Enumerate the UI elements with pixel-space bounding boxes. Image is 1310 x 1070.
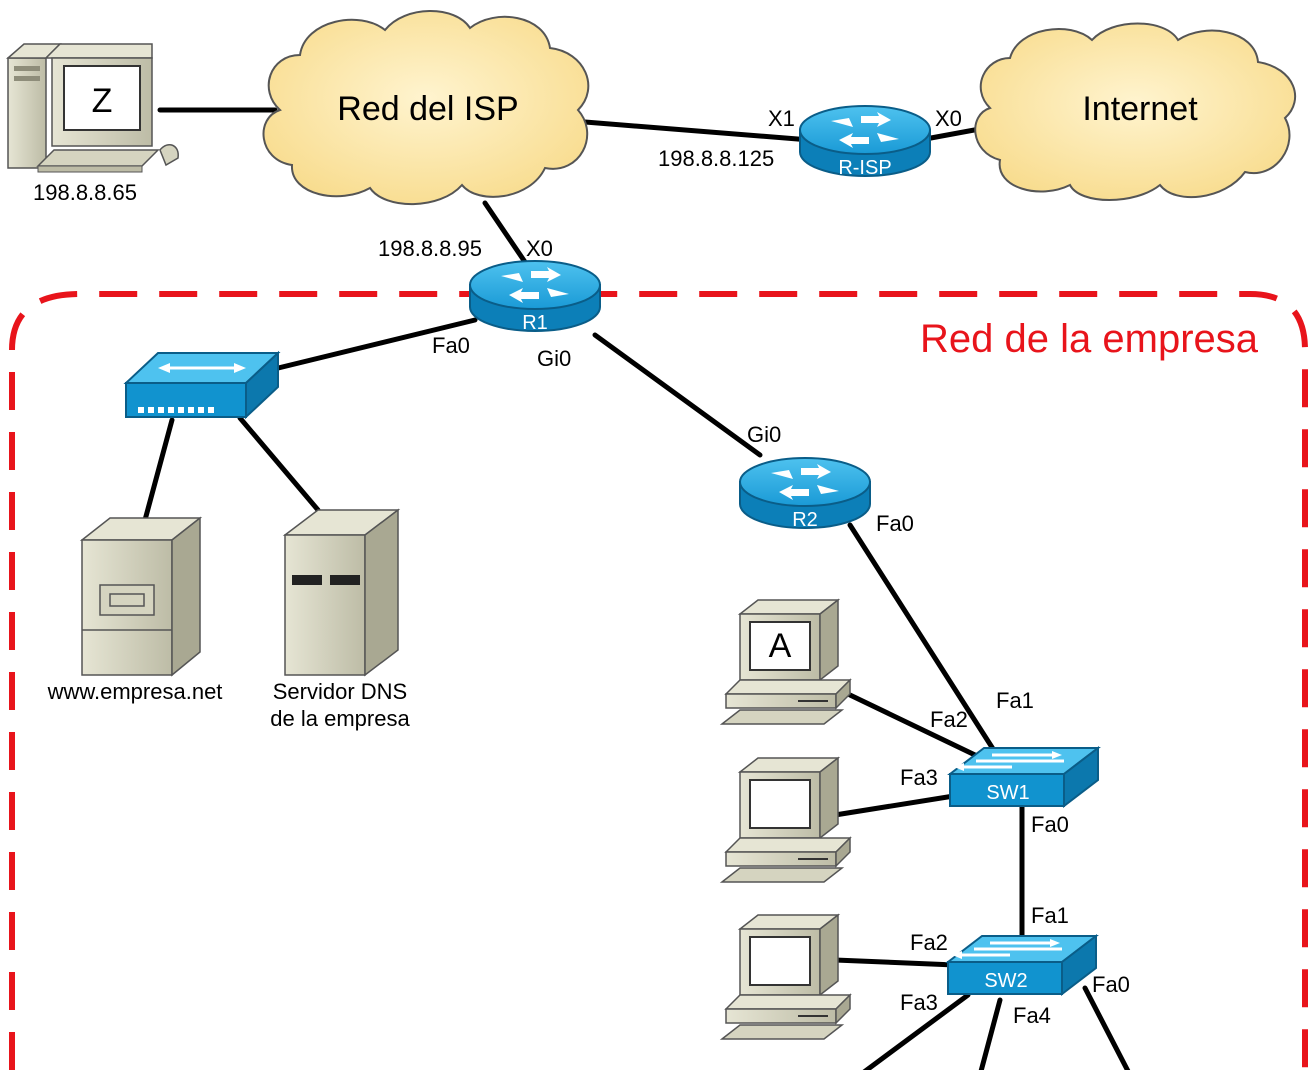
- pc-z-name: Z: [92, 82, 113, 120]
- computer-icon: A: [721, 599, 851, 725]
- cloud-icon: Internet: [974, 22, 1296, 201]
- link-pc2-sw1: [832, 792, 963, 818]
- r1-fa0: Fa0: [432, 333, 470, 358]
- sw1-fa3: Fa3: [900, 765, 938, 790]
- isp-cloud-label: Red del ISP: [337, 90, 518, 128]
- router-icon: R1: [469, 260, 601, 334]
- r2-name: R2: [792, 509, 818, 531]
- r2-fa0: Fa0: [876, 511, 914, 536]
- computer-icon: [721, 757, 851, 883]
- enterprise-zone-label: Red de la empresa: [920, 317, 1259, 361]
- sw2-fa4: Fa4: [1013, 1003, 1051, 1028]
- links: [142, 107, 1131, 1070]
- sw2-fa0: Fa0: [1092, 972, 1130, 997]
- r1-name: R1: [522, 312, 548, 334]
- server-icon: [282, 508, 401, 677]
- sw1-fa1: Fa1: [996, 688, 1034, 713]
- router-icon: R-ISP: [799, 105, 931, 179]
- computer-icon: [721, 914, 851, 1040]
- hub-icon: [123, 350, 281, 420]
- switch-icon: SW1: [948, 746, 1100, 808]
- r-isp-x1: X1: [768, 106, 795, 131]
- link-hub-dns: [237, 415, 321, 513]
- r-isp-x0: X0: [935, 106, 962, 131]
- switch-icon: SW2: [946, 934, 1098, 996]
- cloud-icon: Red del ISP: [262, 10, 590, 206]
- link-r1-r2: [592, 332, 763, 458]
- link-r1-hub: [267, 317, 478, 373]
- sw1-fa2: Fa2: [930, 707, 968, 732]
- sw1-fa0: Fa0: [1031, 812, 1069, 837]
- dns-server-line1: Servidor DNS: [273, 679, 407, 704]
- sw2-name: SW2: [984, 970, 1027, 992]
- link-a-sw1: [847, 692, 978, 758]
- r-isp-x1-ip: 198.8.8.125: [658, 146, 774, 171]
- web-server-name: www.empresa.net: [47, 679, 223, 704]
- r-isp-name: R-ISP: [838, 157, 891, 179]
- sw1-name: SW1: [986, 782, 1029, 804]
- internet-cloud-label: Internet: [1082, 90, 1198, 128]
- r2-gi0: Gi0: [747, 422, 781, 447]
- r1-x0-ip: 198.8.8.95: [378, 236, 482, 261]
- router-icon: R2: [739, 457, 871, 531]
- link-r2-sw1: [847, 522, 998, 755]
- sw2-fa3: Fa3: [900, 990, 938, 1015]
- pc-z-tower: [7, 57, 47, 169]
- dns-server-line2: de la empresa: [270, 706, 410, 731]
- enterprise-zone-border: [9, 291, 1308, 1070]
- pc-z-ip: 198.8.8.65: [33, 180, 137, 205]
- r1-gi0: Gi0: [537, 346, 571, 371]
- link-pc3-sw2: [832, 957, 958, 968]
- pc-a-name: A: [769, 627, 792, 665]
- computer-icon: Z: [6, 43, 179, 173]
- link-sw2-down1: [862, 992, 971, 1070]
- server-icon: [79, 516, 203, 677]
- sw2-fa1: Fa1: [1031, 903, 1069, 928]
- link-sw2-down2: [978, 997, 1003, 1070]
- sw2-fa2: Fa2: [910, 930, 948, 955]
- link-hub-web: [142, 417, 175, 523]
- internet-cloud: [974, 22, 1296, 201]
- link-isp-risp: [582, 119, 813, 143]
- link-sw2-down3: [1082, 985, 1131, 1070]
- isp-cloud: [262, 10, 590, 206]
- link-isp-r1: [482, 200, 528, 265]
- r1-x0: X0: [526, 236, 553, 261]
